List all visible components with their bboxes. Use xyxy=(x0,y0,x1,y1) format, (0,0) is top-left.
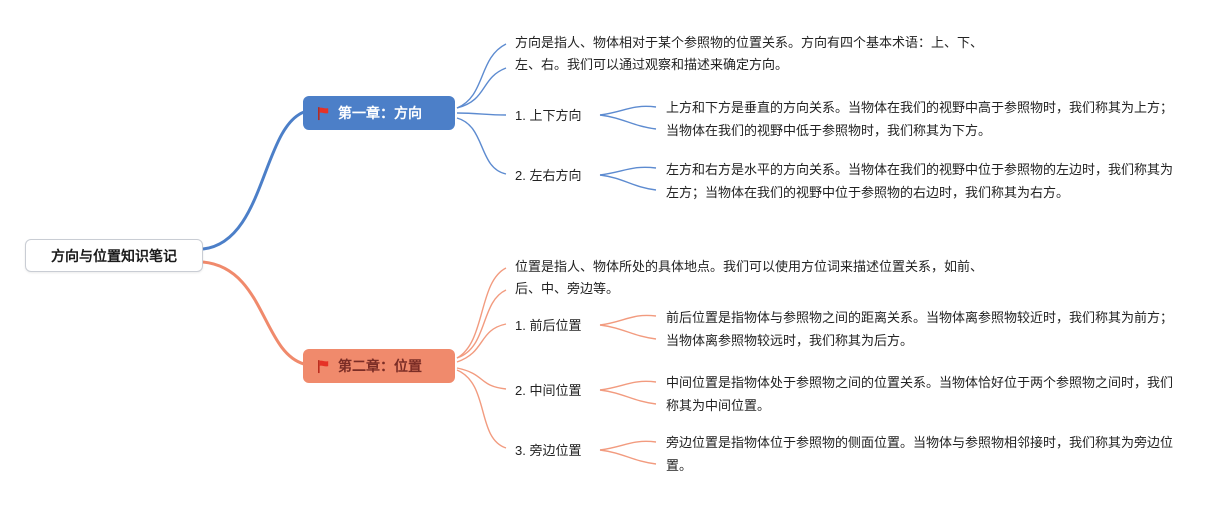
connector-sub5-detail-bottom xyxy=(599,449,657,465)
connector-sub3-detail-top xyxy=(599,314,657,326)
root-label: 方向与位置知识笔记 xyxy=(51,247,177,264)
flag-icon xyxy=(316,106,331,121)
root-node[interactable]: 方向与位置知识笔记 xyxy=(25,239,203,272)
detail-middle-position[interactable]: 中间位置是指物体处于参照物之间的位置关系。当物体恰好位于两个参照物之间时，我们称… xyxy=(666,375,1174,413)
connector-root-chapter2 xyxy=(202,260,305,366)
connector-sub1-detail-top xyxy=(599,105,657,116)
chapter2-description[interactable]: 位置是指人、物体所处的具体地点。我们可以使用方位词来描述位置关系，如前、后、中、… xyxy=(515,259,984,296)
connector-sub2-detail-bottom xyxy=(599,174,657,191)
connector-sub3-detail-bottom xyxy=(599,324,657,340)
connector-chapter2-desc-top xyxy=(456,267,507,359)
detail-leftright-direction[interactable]: 左方和右方是水平的方向关系。当物体在我们的视野中位于参照物的左边时，我们称其为左… xyxy=(666,162,1174,200)
connector-chapter1-desc-top xyxy=(456,43,507,109)
connector-chapter2-sub3 xyxy=(456,369,507,449)
chapter1-label: 第一章：方向 xyxy=(338,105,422,121)
connector-chapter1-desc-bottom xyxy=(456,67,507,109)
detail-updown-direction[interactable]: 上方和下方是垂直的方向关系。当物体在我们的视野中高于参照物时，我们称其为上方；当… xyxy=(666,100,1174,138)
chapter1-description[interactable]: 方向是指人、物体相对于某个参照物的位置关系。方向有四个基本术语：上、下、左、右。… xyxy=(515,35,984,72)
connector-chapter1-sub2 xyxy=(456,117,507,175)
connector-chapter2-sub1 xyxy=(456,323,507,363)
chapter1-connectors xyxy=(202,43,657,251)
connector-sub4-detail-top xyxy=(599,380,657,391)
subtopic-frontback-position[interactable]: 1. 前后位置 xyxy=(515,318,582,333)
subtopic-updown-direction[interactable]: 1. 上下方向 xyxy=(515,108,582,123)
chapter2-label: 第二章：位置 xyxy=(338,358,422,374)
connector-sub4-detail-bottom xyxy=(599,389,657,405)
connector-chapter2-sub2 xyxy=(456,367,507,390)
connector-chapter1-sub1 xyxy=(456,112,507,116)
subtopic-side-position[interactable]: 3. 旁边位置 xyxy=(515,443,582,458)
subtopic-middle-position[interactable]: 2. 中间位置 xyxy=(515,383,582,398)
connector-sub1-detail-bottom xyxy=(599,114,657,130)
connector-sub5-detail-top xyxy=(599,440,657,451)
detail-side-position[interactable]: 旁边位置是指物体位于参照物的侧面位置。当物体与参照物相邻接时，我们称其为旁边位置… xyxy=(666,435,1174,473)
chapter1-node[interactable]: 第一章：方向 xyxy=(303,96,455,130)
chapter2-connectors xyxy=(202,260,657,465)
chapter2-node[interactable]: 第二章：位置 xyxy=(303,349,455,383)
detail-frontback-position[interactable]: 前后位置是指物体与参照物之间的距离关系。当物体离参照物较近时，我们称其为前方；当… xyxy=(666,310,1174,348)
flag-icon xyxy=(316,359,331,374)
connector-sub2-detail-top xyxy=(599,166,657,176)
connector-root-chapter1 xyxy=(202,110,305,251)
subtopic-leftright-direction[interactable]: 2. 左右方向 xyxy=(515,168,582,183)
connector-chapter2-desc-bottom xyxy=(456,289,507,359)
